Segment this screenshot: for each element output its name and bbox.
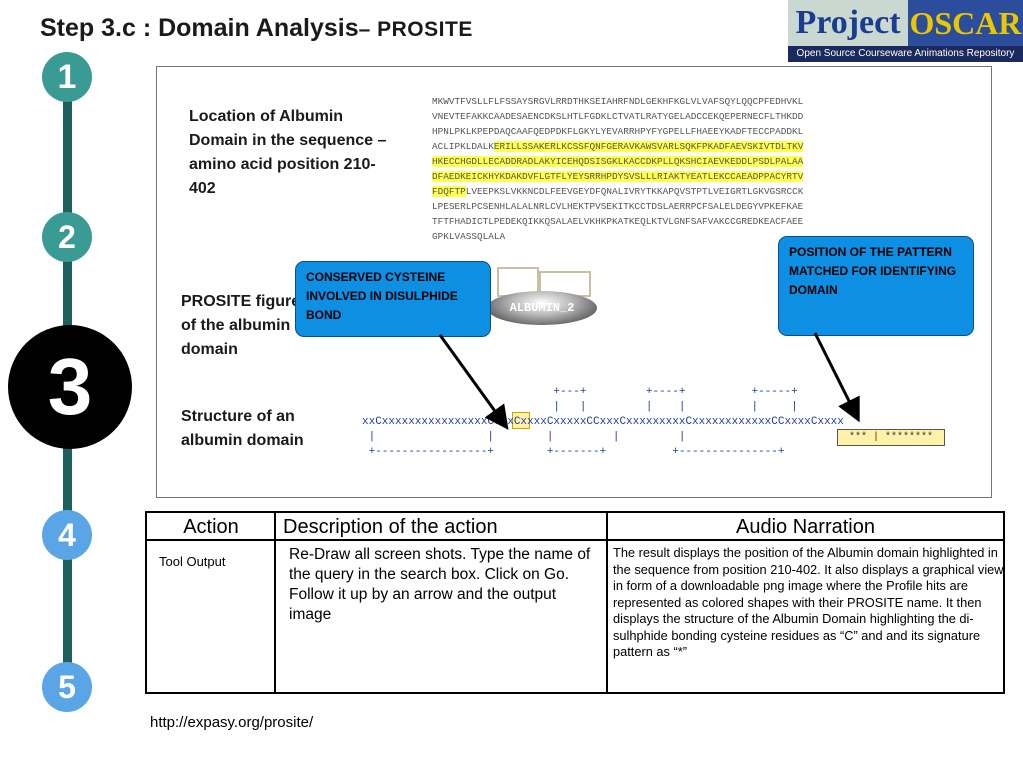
- step-4-marker[interactable]: 4: [42, 510, 92, 560]
- sequence-segment: LVEEPKSLVKKNCDLFEEVGEYDFQNALIVRYTKKAPQVS…: [465, 186, 804, 197]
- column-divider: [606, 513, 608, 692]
- sequence-line: HPNLPKLKPEPDAQCAAFQEDPDKFLGKYLYEVARRHPYF…: [432, 124, 803, 139]
- pattern-line: +---+ +----+ +-----+: [362, 386, 798, 398]
- sequence-segment: HPNLPKLKPEPDAQCAAFQEDPDKFLGKYLYEVARRHPYF…: [432, 126, 804, 137]
- step-3-marker-current[interactable]: 3: [8, 325, 132, 449]
- callout-conserved-cysteine: CONSERVED CYSTEINE INVOLVED IN DISULPHID…: [295, 261, 491, 337]
- cell-action: Tool Output: [159, 554, 226, 569]
- step-2-marker[interactable]: 2: [42, 212, 92, 262]
- structure-label: Structure of an albumin domain: [181, 408, 304, 449]
- pattern-line: +-----------------+ +-------+ +---------…: [362, 446, 785, 458]
- albumin-domain-highlight: FDQFTP: [432, 186, 466, 197]
- albumin-domain-highlight: HKECCHGDLLECADDRADLAKYICEHQDSISGKLKACCDK…: [432, 156, 804, 167]
- sequence-line: HKECCHGDLLECADDRADLAKYICEHQDSISGKLKACCDK…: [432, 154, 804, 169]
- header-description: Description of the action: [275, 513, 608, 541]
- sequence-segment: VNEVTEFAKKCAADESAENCDKSLHTLFGDKLCTVATLRA…: [432, 111, 804, 122]
- logo-tagline: Open Source Courseware Animations Reposi…: [788, 46, 1023, 62]
- albumin-domain-highlight: ERILLSSAKERLKCSSFQNFGERAVKAWSVARLSQKFPKA…: [493, 141, 804, 152]
- domain-pattern-diagram: +---+ +----+ +-----+ | | | | | | xxCxxxxx…: [362, 385, 844, 460]
- cysteine-highlight-box: [512, 412, 530, 429]
- header-action: Action: [147, 513, 275, 541]
- location-label: Location of Albumin Domain in the sequen…: [189, 108, 387, 197]
- signature-pattern-box: *** | ********: [837, 429, 945, 446]
- albumin-domain-highlight: DFAEDKEICKHYKDAKDVFLGTFLYEYSRRHPDYSVSLLL…: [432, 171, 804, 182]
- sequence-segment: GPKLVASSQLALA: [432, 231, 506, 242]
- step-5-marker[interactable]: 5: [42, 662, 92, 712]
- amino-acid-sequence: MKWVTFVSLLFLFSSAYSRGVLRRDTHKSEIAHRFNDLGE…: [432, 94, 804, 244]
- sequence-line: VNEVTEFAKKCAADESAENCDKSLHTLFGDKLCTVATLRA…: [432, 109, 803, 124]
- sequence-line: MKWVTFVSLLFLFSSAYSRGVLRRDTHKSEIAHRFNDLGE…: [432, 94, 803, 109]
- header-audio-narration: Audio Narration: [608, 513, 1003, 541]
- logo-word-project: Project: [788, 0, 908, 46]
- sequence-line: ACLIPKLDALKERILLSSAKERLKCSSFQNFGERAVKAWS…: [432, 139, 804, 154]
- prosite-screenshot-panel: Location of Albumin Domain in the sequen…: [156, 66, 992, 498]
- title-sub: – PROSITE: [358, 18, 473, 41]
- figure-label: PROSITE figure of the albumin domain: [181, 293, 301, 358]
- sequence-line: TFTFHADICTLPEDEKQIKKQSALAELVKHKPKATKEQLK…: [432, 214, 803, 229]
- callout-pattern-position: POSITION OF THE PATTERN MATCHED FOR IDEN…: [778, 236, 974, 336]
- logo-word-oscar: OSCAR: [908, 0, 1023, 46]
- pattern-line: | | | | |: [362, 431, 686, 443]
- sequence-line: FDQFTPLVEEPKSLVKKNCDLFEEVGEYDFQNALIVRYTK…: [432, 184, 803, 199]
- cell-audio-narration: The result displays the position of the …: [613, 545, 1004, 659]
- sequence-line: DFAEDKEICKHYKDAKDVFLGTFLYEYSRRHPDYSVSLLL…: [432, 169, 804, 184]
- sequence-line: GPKLVASSQLALA: [432, 229, 803, 244]
- action-table: Action Description of the action Audio N…: [145, 511, 1005, 694]
- project-oscar-logo: Project OSCAR Open Source Courseware Ani…: [788, 0, 1023, 62]
- prosite-url[interactable]: http://expasy.org/prosite/: [150, 714, 314, 731]
- column-divider: [274, 513, 276, 692]
- pattern-line: | | | | | |: [362, 401, 798, 413]
- sequence-segment: TFTFHADICTLPEDEKQIKKQSALAELVKHKPKATKEQLK…: [432, 216, 804, 227]
- sequence-segment: ACLIPKLDALK: [432, 141, 494, 152]
- title-main: Step 3.c : Domain Analysis: [40, 14, 359, 42]
- pattern-line: xxCxxxxxxxxxxxxxxxxCCxxCxxxxCxxxxxCCxxxC…: [362, 416, 844, 428]
- sequence-segment: MKWVTFVSLLFLFSSAYSRGVLRRDTHKSEIAHRFNDLGE…: [432, 96, 804, 107]
- sequence-line: LPESERLPCSENHLALALNRLCVLHEKTPVSEKITKCCTD…: [432, 199, 803, 214]
- slide-title: Step 3.c : Domain Analysis– PROSITE: [40, 14, 473, 43]
- cell-description: Re-Draw all screen shots. Type the name …: [289, 546, 591, 623]
- step-1-marker[interactable]: 1: [42, 52, 92, 102]
- albumin-domain-figure: ALBUMIN_2: [487, 291, 597, 325]
- sequence-segment: LPESERLPCSENHLALALNRLCVLHEKTPVSEKITKCCTD…: [432, 201, 804, 212]
